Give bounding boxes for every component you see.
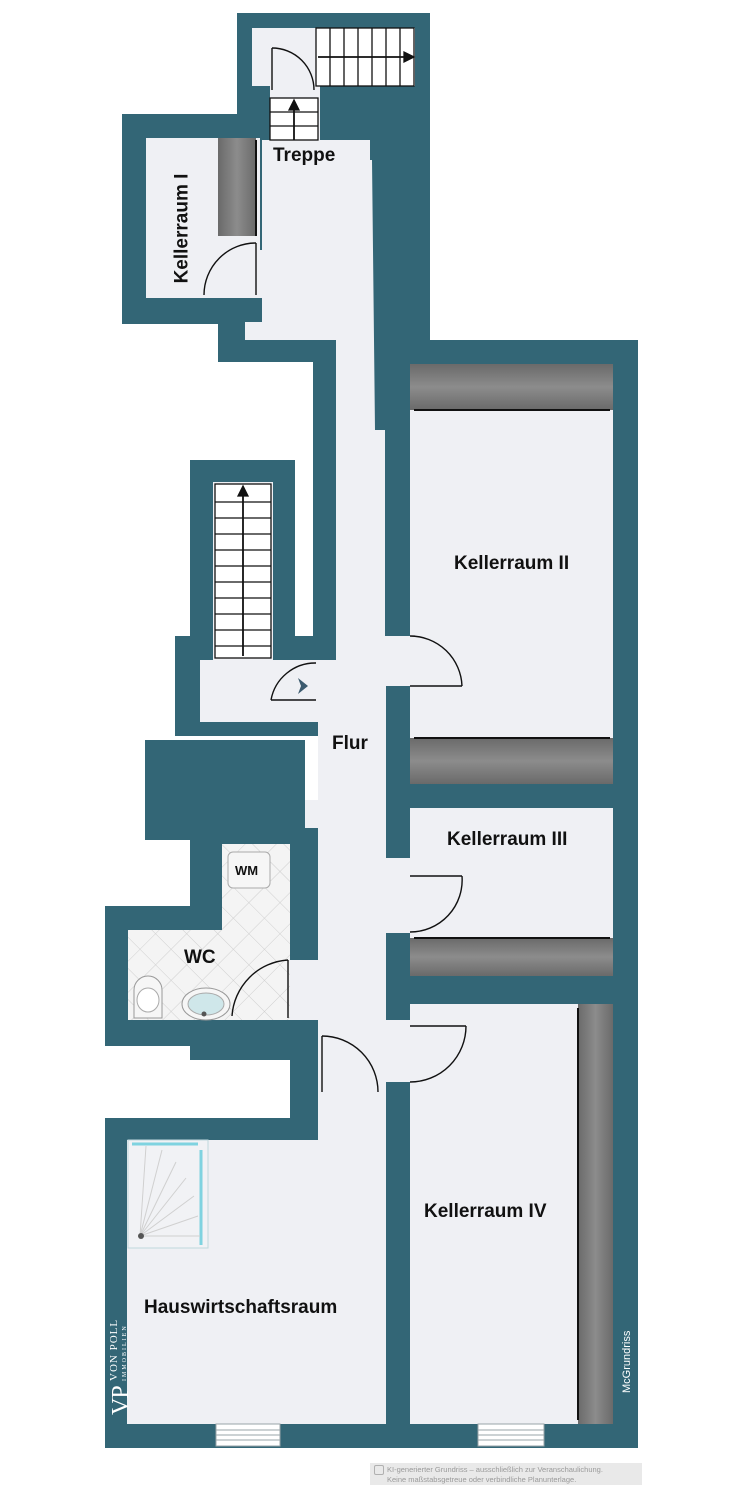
wc-fixtures (133, 851, 271, 1021)
label-kellerraum-2: Kellerraum II (454, 553, 570, 574)
label-kellerraum-4: Kellerraum IV (424, 1201, 547, 1222)
stairs-lower (214, 483, 272, 659)
logo-name: VON POLL (108, 1318, 120, 1381)
shower (127, 1139, 209, 1249)
disclaimer: KI-generierter Grundriss – ausschließlic… (370, 1463, 642, 1485)
door-arrow-icon (298, 678, 308, 694)
label-wm: WM (235, 863, 259, 878)
label-flur: Flur (332, 733, 368, 754)
label-treppe: Treppe (273, 145, 336, 166)
logo-sub: IMMOBILIEN (122, 1324, 128, 1381)
disclaimer-line2: Keine maßstabsgetreue oder verbindliche … (387, 1475, 577, 1485)
label-hauswirtschaftsraum: Hauswirtschaftsraum (144, 1297, 338, 1318)
label-kellerraum-3: Kellerraum III (447, 829, 568, 850)
credit-text: McGrundriss (621, 1330, 633, 1393)
label-kellerraum-1: Kellerraum I (171, 173, 193, 284)
info-icon (374, 1465, 384, 1476)
von-poll-logo: VP VON POLL IMMOBILIEN (86, 1319, 166, 1415)
windows (215, 1423, 545, 1447)
logo-mark: VP (108, 1386, 134, 1415)
disclaimer-line1: KI-generierter Grundriss – ausschließlic… (387, 1465, 603, 1474)
shelves (218, 138, 613, 1424)
label-wc: WC (184, 947, 216, 968)
stairs-top (269, 27, 416, 141)
doors (203, 47, 467, 1093)
